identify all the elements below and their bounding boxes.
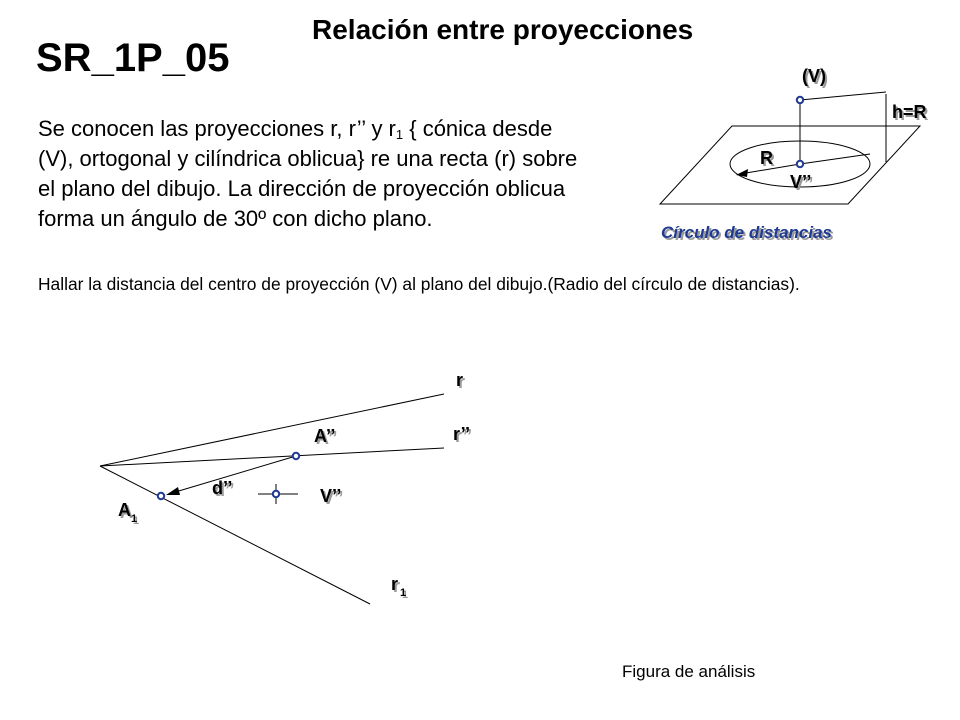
fig-label-r: r: [456, 370, 463, 390]
statement-line-3: el plano del dibujo. La dirección de pro…: [38, 176, 566, 201]
label-vpp: V’’: [790, 172, 811, 192]
problem-statement: Se conocen las proyecciones r, r’’ y r1 …: [38, 114, 678, 234]
fig-label-vpp-shadow: V’’: [322, 488, 343, 508]
fig-label-vpp: V’’: [320, 486, 341, 506]
fig-label-app: A’’: [314, 426, 335, 446]
fig-label-r1: r: [391, 574, 398, 594]
statement-line-4: forma un ángulo de 30º con dicho plano.: [38, 206, 433, 231]
statement-line-1: Se conocen las proyecciones r, r’’ y r1 …: [38, 116, 553, 142]
inset-caption: Círculo de distancias: [661, 223, 832, 242]
fig-label-a1-shadow: A: [120, 502, 133, 522]
figure-caption: Figura de análisis: [622, 662, 756, 681]
problem-question: Hallar la distancia del centro de proyec…: [38, 274, 800, 294]
dpp-arrowhead: [166, 487, 180, 495]
fig-label-a1: A: [118, 500, 131, 520]
label-r-shadow: R: [762, 150, 775, 170]
fig-label-dpp: d’’: [212, 478, 232, 498]
statement-line-2: (V), ortogonal y cilíndrica oblicua} re …: [38, 146, 578, 171]
fig-label-rpp: r’’: [453, 424, 470, 444]
label-v-shadow: (V): [804, 68, 828, 88]
fig-label-r-shadow: r: [458, 372, 465, 392]
inset-caption-shadow: Círculo de distancias: [663, 225, 834, 244]
center-vpp-point: [795, 159, 805, 169]
line-rpp: [99, 447, 445, 467]
slide-code: SR_1P_05: [36, 36, 230, 80]
distance-circle-inset: (V) (V) h=R h=R R R V’’ V’’ Círculo de d…: [658, 66, 929, 244]
fig-label-r1-sub: 1: [400, 587, 406, 599]
fig-label-a1-sub-shadow: 1: [133, 515, 139, 527]
a1-point: [156, 491, 166, 501]
fig-label-app-shadow: A’’: [316, 428, 337, 448]
line-r1: [99, 465, 371, 605]
label-r: R: [760, 148, 773, 168]
analysis-figure: r r r’’ r’’ A’’ A’’ d’’ d’’ V’’ V’’ A A …: [99, 370, 472, 605]
top-line: [799, 91, 887, 101]
app-point: [291, 451, 301, 461]
vpp-point: [271, 489, 281, 499]
fig-label-rpp-shadow: r’’: [455, 426, 472, 446]
radius-arrowhead: [736, 169, 748, 177]
drawing-plane: [658, 125, 922, 205]
label-h: h=R: [892, 102, 927, 122]
center-v-point: [795, 95, 805, 105]
radius-line: [739, 163, 801, 175]
fig-label-r1-shadow: r: [393, 576, 400, 596]
line-r: [99, 393, 445, 467]
diameter-line: [799, 153, 871, 165]
segment-dpp: [171, 455, 297, 494]
fig-label-r1-sub-shadow: 1: [402, 589, 408, 601]
label-vpp-shadow: V’’: [792, 174, 813, 194]
label-h-shadow: h=R: [894, 104, 929, 124]
page-title: Relación entre proyecciones: [312, 14, 694, 45]
label-v: (V): [802, 66, 826, 86]
fig-label-a1-sub: 1: [131, 513, 137, 525]
fig-label-dpp-shadow: d’’: [214, 480, 234, 500]
